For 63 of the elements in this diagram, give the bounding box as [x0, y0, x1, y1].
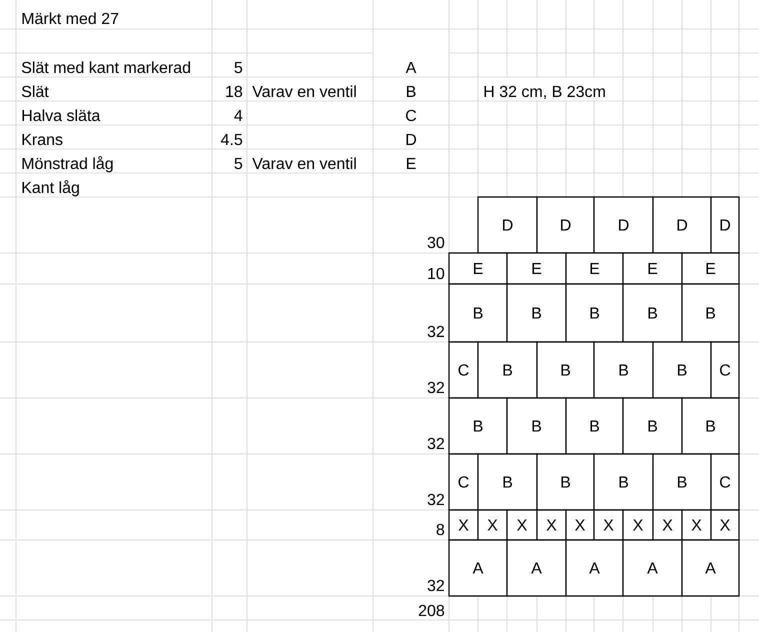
tile: B	[506, 397, 567, 455]
letter-code: B	[407, 86, 416, 97]
note: Varav en ventil	[252, 157, 356, 170]
total-height: 208	[418, 604, 444, 616]
tile: X	[536, 509, 567, 541]
letter-code: D	[406, 134, 416, 145]
tile: B	[565, 283, 624, 343]
quantity: 4	[234, 110, 242, 121]
tile: C	[710, 453, 740, 511]
tile: E	[622, 252, 683, 285]
letter-code: A	[406, 62, 416, 73]
row-height: 10	[428, 268, 444, 280]
dimension-note: H 32 cm, B 23cm	[484, 86, 605, 100]
tile: E	[506, 252, 567, 285]
note: Varav en ventil	[252, 85, 356, 98]
quantity: 4.5	[220, 134, 242, 146]
tile: D	[710, 196, 740, 254]
letter-code: C	[406, 110, 416, 122]
tile: D	[536, 196, 595, 254]
tile: B	[622, 397, 683, 455]
tile: X	[710, 509, 740, 541]
item-name: Kant låg	[22, 180, 79, 196]
item-name: Krans	[22, 134, 62, 146]
tile: E	[565, 252, 624, 285]
tile: E	[681, 252, 740, 285]
tile: B	[477, 341, 538, 399]
quantity: 18	[226, 86, 242, 98]
tile: X	[565, 509, 595, 541]
tile: B	[593, 341, 654, 399]
tile: B	[565, 397, 624, 455]
tile: B	[622, 283, 683, 343]
tile: C	[448, 341, 479, 399]
row-height: 32	[428, 580, 444, 592]
tile: E	[448, 252, 508, 285]
row-height: 8	[436, 524, 444, 536]
row-height: 32	[428, 494, 444, 506]
tile: C	[710, 341, 740, 399]
tile: B	[506, 283, 567, 343]
tile: X	[448, 509, 479, 541]
row-height: 32	[428, 438, 444, 450]
heading: Märkt med 27	[22, 12, 118, 24]
item-name: Mönstrad låg	[22, 156, 113, 172]
row-height: 30	[428, 236, 444, 248]
tile: B	[536, 341, 595, 399]
tile: D	[593, 196, 654, 254]
tile: X	[622, 509, 654, 541]
tile: X	[477, 509, 508, 541]
item-name: Slät	[22, 85, 49, 98]
item-name: Halva släta	[22, 109, 100, 122]
tile: D	[477, 196, 538, 254]
tile: X	[652, 509, 683, 541]
quantity: 5	[234, 158, 242, 170]
letter-code: E	[407, 158, 416, 169]
quantity: 5	[234, 62, 242, 74]
item-name: Slät med kant markerad	[22, 61, 190, 74]
row-height: 32	[428, 326, 444, 338]
tile: X	[593, 509, 624, 541]
tile: B	[681, 397, 740, 455]
row-height: 32	[428, 382, 444, 394]
tile: X	[681, 509, 712, 541]
tile: C	[448, 453, 479, 511]
tile: B	[448, 397, 508, 455]
tile: X	[506, 509, 538, 541]
